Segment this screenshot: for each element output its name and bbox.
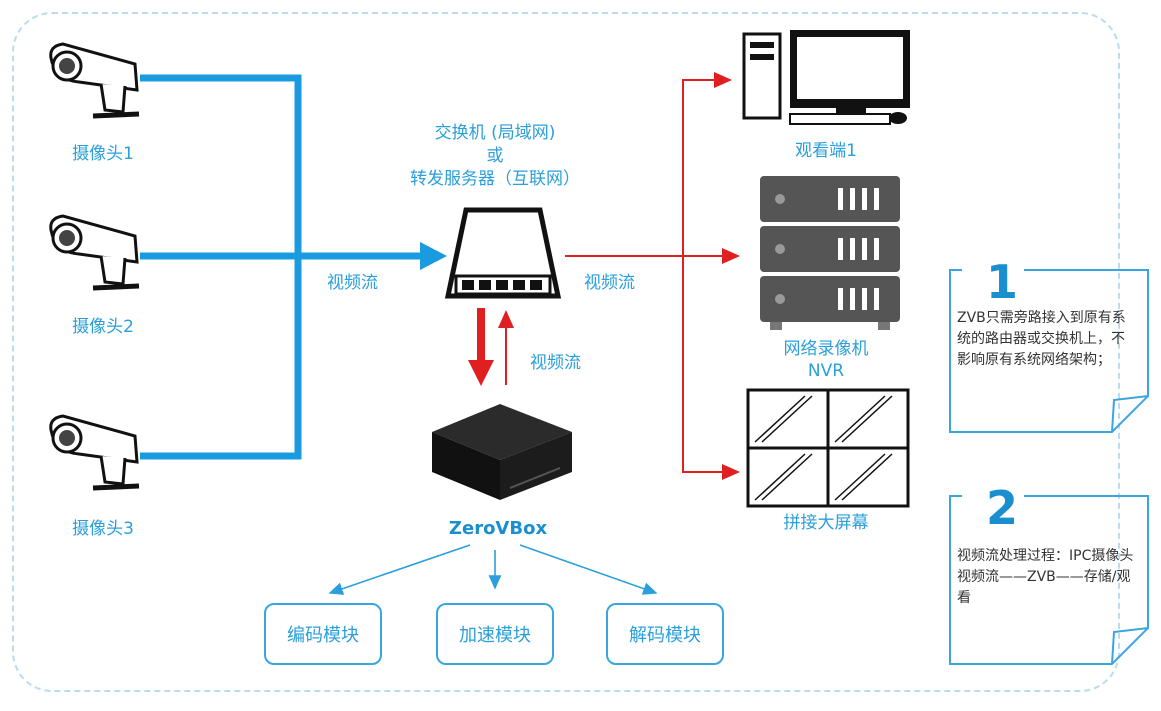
stream-label-left: 视频流: [327, 273, 378, 293]
decode-module: 解码模块: [606, 603, 724, 665]
note-box-1-outline: [949, 269, 1149, 433]
cctv-camera-icon: [49, 214, 140, 291]
switch-label-line1: 交换机 (局域网): [434, 123, 556, 143]
video-wall-icon: [746, 388, 910, 508]
nvr-label-line2: NVR: [807, 361, 845, 381]
note-2-number: 2: [980, 484, 1025, 532]
uplink-arrowhead: [420, 242, 447, 270]
stream-label-right: 视频流: [584, 273, 635, 293]
camera-2-label: 摄像头2: [72, 317, 134, 337]
note-box-2-outline: [949, 495, 1149, 665]
viewer-label: 观看端1: [795, 141, 857, 161]
media-box-icon: [432, 404, 572, 500]
camera-1-label: 摄像头1: [72, 144, 134, 164]
camera-3-label: 摄像头3: [72, 519, 134, 539]
switch-label-line3: 转发服务器（互联网）: [410, 169, 580, 189]
note-2: 2 视频流处理过程：IPC摄像头视频流——ZVB——存储/观看: [945, 484, 1145, 664]
cctv-camera-icon: [49, 414, 140, 491]
box-links: [468, 308, 514, 386]
stream-label-vertical: 视频流: [530, 353, 581, 373]
encode-module: 编码模块: [264, 603, 382, 665]
server-rack-icon: [760, 176, 900, 330]
note-1-text: ZVB只需旁路接入到原有系统的路由器或交换机上，不影响原有系统网络架构；: [957, 310, 1126, 368]
note-1-number: 1: [980, 258, 1025, 306]
videowall-label: 拼接大屏幕: [783, 513, 869, 533]
accelerate-module: 加速模块: [436, 603, 554, 665]
nvr-label-line1: 网络录像机: [783, 339, 869, 359]
network-switch-icon: [444, 207, 562, 299]
camera-uplinks: [140, 74, 425, 460]
output-links: [565, 72, 740, 480]
zerovbox-label: ZeroVBox: [448, 518, 548, 539]
note-2-text: 视频流处理过程：IPC摄像头视频流——ZVB——存储/观看: [957, 548, 1134, 606]
desktop-computer-icon: [742, 30, 910, 125]
switch-label-line2: 或: [486, 146, 504, 166]
module-links: [328, 544, 658, 595]
cctv-camera-icon: [49, 42, 140, 119]
diagram-frame: [12, 12, 1120, 692]
note-1: 1 ZVB只需旁路接入到原有系统的路由器或交换机上，不影响原有系统网络架构；: [945, 258, 1145, 432]
